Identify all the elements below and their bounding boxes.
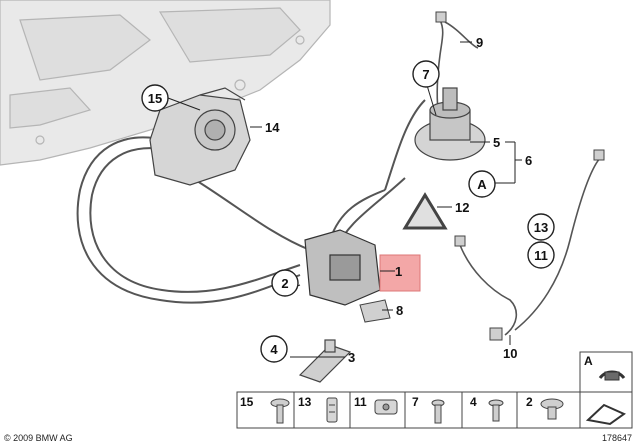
copyright-text: © 2009 BMW AG [4,433,73,443]
callout-4-label: 4 [270,342,278,357]
callout-4-circle [260,335,288,363]
callout-8-label: 8 [396,303,403,318]
bracket-clip-icon [374,399,398,415]
legend-item-7-label: 7 [412,395,419,409]
callout-2-circle [271,269,299,297]
callout-1-highlight [379,254,421,292]
callout-15-label: 15 [148,91,162,106]
callout-13-label: 13 [534,220,548,235]
wiring-harness [436,19,601,336]
legend-item-2-label: 2 [526,395,533,409]
callout-11-label: 11 [534,248,548,263]
trunk-lid-panel [0,0,331,166]
lock-actuator [414,87,486,161]
lid-drive-motor [149,87,251,186]
callout-15-circle [141,84,169,112]
callout-2-label: 2 [281,276,288,291]
trunk-lock [304,229,381,306]
screw-icon [488,399,504,422]
callout-a-label: A [477,177,487,192]
legend-top: A [579,351,633,393]
bracket-part [359,299,391,323]
seal-part [402,192,448,230]
connector-ends [435,11,605,341]
striker-part [298,339,352,383]
legend-item-4-label: 4 [470,395,477,409]
legend-item-11-label: 11 [354,395,367,409]
callout-1-label: 1 [395,264,402,279]
rivet-icon [540,398,564,420]
callout-11-circle [527,241,555,269]
callout-5-label: 5 [493,135,500,150]
callout-a-circle [468,170,496,198]
legend-top-label: A [584,354,593,368]
legend-item-13-label: 13 [298,395,312,409]
spring-clip-icon [585,403,626,426]
screw-icon [431,399,445,424]
legend-bottom: 15 13 11 7 4 2 [236,391,633,429]
callout-12-label: 12 [455,200,469,215]
callout-6-label: 6 [525,153,532,168]
diagram-number: 178647 [601,433,632,443]
callout-7-circle [412,60,440,88]
grommet-icon [598,370,626,381]
clip-icon [326,397,338,423]
legend-bottom-dividers [293,392,581,428]
callout-9-label: 9 [476,35,483,50]
callout-10-label: 10 [503,346,517,361]
callout-13-circle [527,213,555,241]
callout-14-label: 14 [265,120,280,135]
legend-item-15-label: 15 [240,395,254,409]
callout-3-label: 3 [348,350,355,365]
callout-circles [141,60,555,363]
bolt-icon [270,398,290,424]
callout-7-label: 7 [422,67,429,82]
